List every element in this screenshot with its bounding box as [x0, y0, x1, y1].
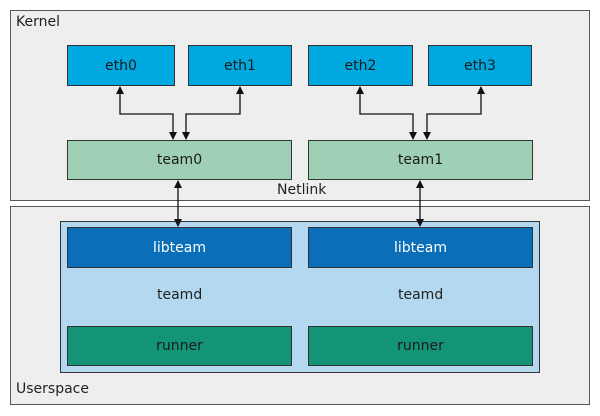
netlink-label: Netlink [277, 182, 327, 198]
runner-right: runner [308, 326, 533, 366]
teamd-label-left: teamd [157, 287, 203, 303]
teamd-label-right: teamd [398, 287, 444, 303]
team-team0: team0 [67, 140, 292, 180]
interface-eth3: eth3 [428, 45, 532, 86]
team-team1: team1 [308, 140, 533, 180]
kernel-label: Kernel [16, 14, 60, 30]
interface-eth0: eth0 [67, 45, 175, 86]
interface-eth2: eth2 [308, 45, 413, 86]
userspace-label: Userspace [16, 381, 89, 397]
interface-eth1: eth1 [188, 45, 292, 86]
libteam-right: libteam [308, 227, 533, 268]
runner-left: runner [67, 326, 292, 366]
libteam-left: libteam [67, 227, 292, 268]
